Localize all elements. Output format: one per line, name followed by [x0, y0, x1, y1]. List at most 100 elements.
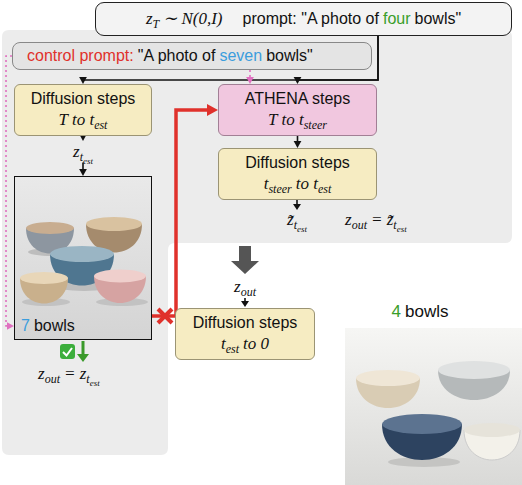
math-label: zout= ztest — [38, 364, 100, 384]
process-box: Diffusion stepstestto 0 — [175, 308, 315, 360]
bowl-rim — [438, 361, 510, 379]
node-text: T to t — [59, 110, 95, 129]
check-badge — [60, 344, 75, 359]
label-text: z — [234, 277, 241, 296]
photo-ground — [345, 328, 522, 485]
node-text: est — [226, 342, 239, 356]
bowl-rim — [356, 370, 420, 386]
connector-line — [6, 56, 12, 326]
node-text: est — [94, 118, 107, 132]
node-text: T — [153, 17, 160, 31]
bowl-rim — [382, 414, 462, 434]
bowl-rim — [20, 272, 68, 284]
text-line: T to test — [59, 109, 108, 130]
label-text: z — [38, 364, 45, 383]
node-text: ATHENA steps — [245, 90, 351, 107]
connector — [152, 104, 218, 316]
text-line: ATHENA steps — [245, 89, 351, 109]
math-label: zout= z̃test — [345, 210, 407, 230]
text-line: zT∼ N(0,I) prompt: "A photo offourbowls" — [146, 8, 461, 29]
node-text: four — [383, 10, 411, 27]
bowl-rim — [26, 222, 74, 234]
node-text: Diffusion steps — [193, 314, 298, 331]
math-label: 4bowls — [392, 302, 449, 322]
math-label: z̃test — [287, 210, 307, 230]
label-text: = z — [64, 364, 86, 383]
text-line: Diffusion steps — [31, 89, 136, 109]
control-prompt-box: control prompt:"A photo ofsevenbowls" — [12, 42, 372, 70]
label-text: 4 — [392, 302, 401, 321]
math-label: ztest — [73, 142, 93, 162]
label-text: z — [345, 210, 352, 229]
accept-arrow-head — [77, 354, 89, 362]
arrow-head — [294, 141, 302, 148]
label-text: t — [80, 150, 83, 164]
node-text: bowls — [34, 317, 75, 334]
label-text: t — [86, 372, 89, 386]
node-text: seven — [219, 47, 262, 64]
flow-arrow-head — [293, 204, 301, 210]
connector — [246, 70, 254, 84]
node-text: steer — [268, 182, 291, 196]
connector — [6, 56, 14, 330]
math-label: zout — [234, 277, 256, 297]
arrow-head — [294, 77, 302, 84]
label-text: bowls — [405, 302, 448, 321]
text-line: T to tsteer — [268, 109, 327, 130]
node-text: to t — [296, 174, 318, 193]
label-text: z — [73, 142, 80, 161]
process-box: ATHENA steps T to tsteer — [218, 84, 377, 136]
node-text: 7 — [21, 317, 30, 334]
node-text: control prompt: — [27, 47, 134, 64]
node-text: z — [146, 9, 153, 28]
label-text: = z̃ — [371, 210, 393, 229]
label-text: out — [241, 285, 256, 299]
node-text: bowls" — [415, 10, 462, 27]
node-text: "A photo of — [138, 47, 216, 64]
prompt-box: zT∼ N(0,I) prompt: "A photo offourbowls" — [95, 2, 512, 36]
node-text: bowls" — [266, 47, 313, 64]
bowl-rim — [50, 246, 114, 262]
node-text: Diffusion steps — [31, 90, 136, 107]
check-mark — [63, 348, 72, 356]
node-text: t — [264, 174, 269, 193]
arrow-head — [246, 77, 254, 84]
label-text: est — [90, 378, 100, 388]
node-text: est — [318, 182, 331, 196]
label-text: est — [297, 224, 307, 234]
label-text: est — [83, 156, 93, 166]
arrow-head — [207, 104, 218, 116]
node-text: steer — [304, 118, 327, 132]
process-box: Diffusion steps tsteer to test — [218, 148, 377, 200]
text-line: Diffusion steps — [245, 153, 350, 173]
label-text: out — [352, 218, 367, 232]
process-box: Diffusion steps T to test — [14, 84, 152, 136]
bowl-rim — [86, 217, 142, 231]
label-text: z̃ — [287, 210, 294, 229]
output-block-arrow — [231, 246, 259, 274]
connector — [79, 134, 87, 176]
node-text: Diffusion steps — [245, 154, 350, 171]
connector — [294, 136, 302, 148]
node-text: prompt: "A photo of — [243, 10, 379, 27]
node-text: to 0 — [243, 334, 269, 353]
connector-line — [152, 110, 209, 316]
text-line: testto 0 — [221, 333, 269, 354]
node-text: ∼ N(0,I) — [163, 9, 222, 28]
arrow-head — [7, 322, 14, 330]
label-text: out — [45, 372, 60, 386]
text-line: tsteer to test — [264, 173, 332, 194]
image-box: 7bowls — [14, 176, 152, 340]
photo-ground — [15, 177, 151, 339]
node-text: T to t — [268, 110, 304, 129]
bowl-rim — [94, 270, 146, 283]
flow-arrow-head — [241, 301, 249, 307]
label-text: t — [294, 218, 297, 232]
text-line: Diffusion steps — [193, 313, 298, 333]
accept-arrow — [82, 341, 85, 356]
arrow-head — [79, 169, 87, 176]
